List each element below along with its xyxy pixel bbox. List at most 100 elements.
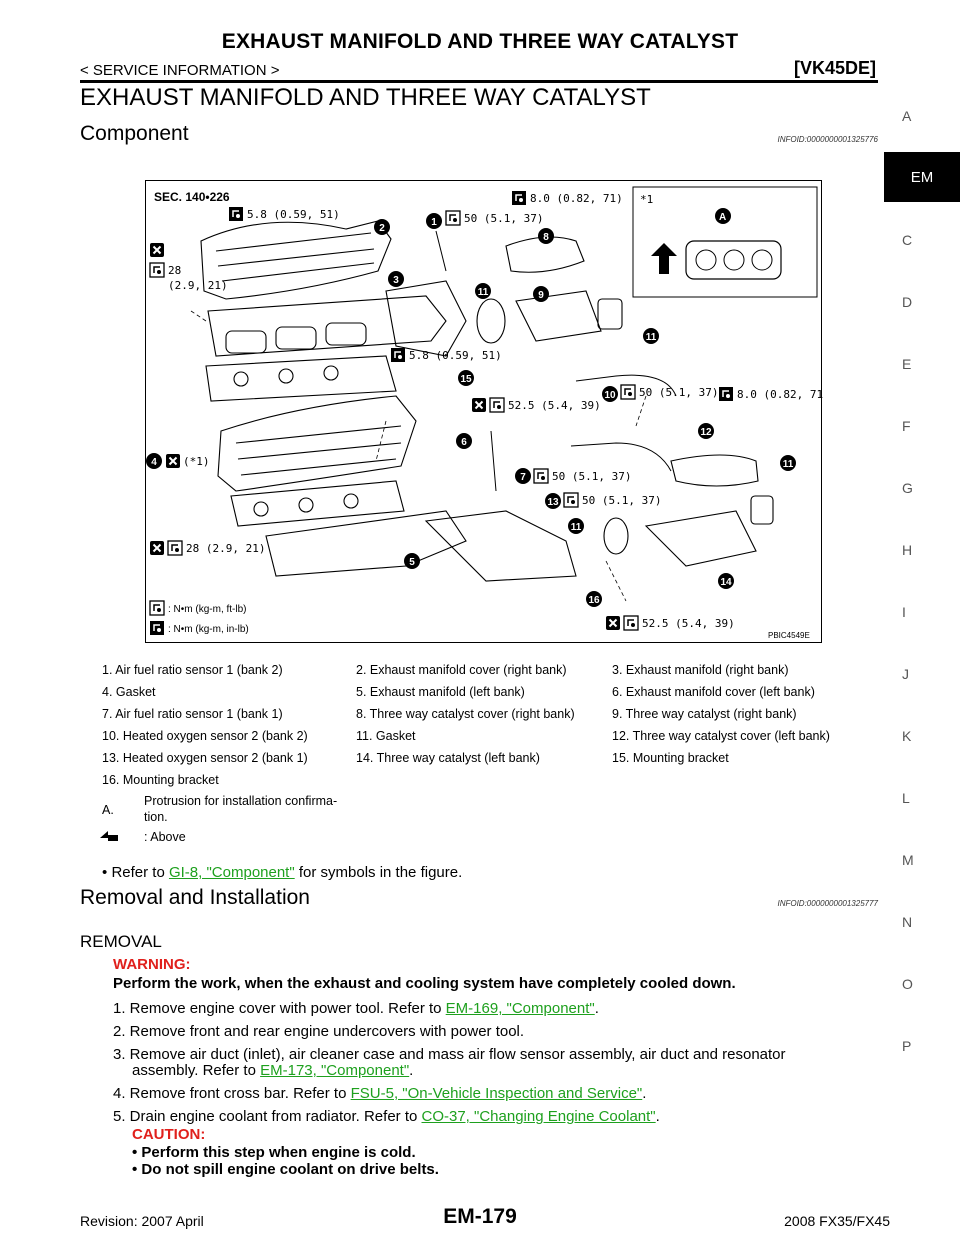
side-index-f[interactable]: F	[902, 418, 911, 434]
side-index-l[interactable]: L	[902, 790, 910, 806]
inset-label: *1	[640, 193, 653, 206]
legend-row: 16. Mounting bracket	[102, 773, 862, 795]
link-em-173[interactable]: EM-173, "Component"	[260, 1062, 410, 1079]
step-4: 4. Remove front cross bar. Refer to FSU-…	[113, 1085, 646, 1102]
callout-11d	[568, 518, 584, 534]
side-index-e[interactable]: E	[902, 356, 912, 372]
callout-8-label: 8	[543, 232, 549, 243]
torque-label-5: 5.8 (0.59, 51)	[409, 349, 502, 362]
side-index-n[interactable]: N	[902, 914, 913, 930]
side-index-i[interactable]: I	[902, 604, 906, 620]
callout-8	[538, 228, 554, 244]
legend-item: 8. Three way catalyst cover (right bank)	[356, 707, 575, 721]
callout-9	[533, 286, 549, 302]
footer-model: 2008 FX35/FX45	[784, 1213, 890, 1229]
side-index-k[interactable]: K	[902, 728, 912, 744]
side-index-g[interactable]: G	[902, 480, 913, 496]
side-index-h[interactable]: H	[902, 542, 913, 558]
step-1-text: 1. Remove engine cover with power tool. …	[113, 1000, 446, 1017]
torque-label-10: 50 (5.1, 37)	[552, 470, 631, 483]
refer-suffix: for symbols in the figure.	[294, 864, 463, 881]
step-5: 5. Drain engine coolant from radiator. R…	[113, 1108, 660, 1125]
replace-x-icon	[165, 453, 181, 469]
callout-9-label: 9	[538, 290, 544, 301]
step-2: 2. Remove front and rear engine undercov…	[113, 1023, 525, 1040]
callout-14-label: 14	[720, 577, 732, 588]
callout-11c-label: 11	[783, 459, 794, 470]
callout-3	[388, 271, 404, 287]
legend-row: 1. Air fuel ratio sensor 1 (bank 2) 2. E…	[102, 663, 862, 685]
inset-marker-a	[715, 208, 731, 224]
legend-item: 10. Heated oxygen sensor 2 (bank 2)	[102, 729, 308, 743]
step-5-end: .	[655, 1108, 660, 1125]
side-index-c[interactable]: C	[902, 232, 913, 248]
image-code: PBIC4549E	[768, 631, 810, 640]
link-gi-8-component[interactable]: GI-8, "Component"	[168, 864, 295, 881]
step-4-end: .	[642, 1085, 647, 1102]
callout-7-label: 7	[520, 472, 526, 483]
legend-above-text: : Above	[144, 830, 186, 844]
refer-symbols-line: • Refer to GI-8, "Component" for symbols…	[102, 864, 462, 881]
link-fsu-5[interactable]: FSU-5, "On-Vehicle Inspection and Servic…	[350, 1085, 643, 1102]
header-rule	[80, 80, 878, 83]
link-em-169[interactable]: EM-169, "Component"	[445, 1000, 595, 1017]
callout-2	[374, 219, 390, 235]
caution-label: CAUTION:	[132, 1126, 206, 1143]
torque-icon-inlb	[511, 190, 527, 206]
step-3-continued: assembly. Refer to EM-173, "Component".	[132, 1062, 413, 1079]
breadcrumb: < SERVICE INFORMATION >	[80, 62, 280, 79]
component-infoid: INFOID:0000000001325776	[777, 135, 878, 144]
legend-row: 7. Air fuel ratio sensor 1 (bank 1) 8. T…	[102, 707, 862, 729]
torque-icon-inlb	[149, 620, 165, 636]
callout-10-label: 10	[604, 390, 616, 401]
torque-label-6: 52.5 (5.4, 39)	[508, 399, 601, 412]
step-3: 3. Remove air duct (inlet), air cleaner …	[113, 1046, 786, 1063]
lower-manifold	[230, 480, 467, 577]
torque-label-8: 8.0 (0.82, 71)	[737, 388, 823, 401]
above-arrow-icon	[651, 243, 677, 274]
lower-heat-shield	[217, 395, 417, 492]
legend-item: 16. Mounting bracket	[102, 773, 219, 787]
legend-item: 1. Air fuel ratio sensor 1 (bank 2)	[102, 663, 283, 677]
callout-2-label: 2	[379, 223, 385, 234]
callout-4-label: 4	[151, 457, 157, 468]
replace-x-icon	[149, 242, 165, 258]
callout-15-label: 15	[460, 374, 472, 385]
torque-icon	[620, 384, 636, 400]
side-index-em-active[interactable]: EM	[884, 152, 960, 202]
legend-row: 13. Heated oxygen sensor 2 (bank 1) 14. …	[102, 751, 862, 773]
legend-a-label: A.	[102, 803, 114, 817]
step-3-end: .	[409, 1062, 414, 1079]
callout-11a-label: 11	[478, 287, 489, 298]
upper-catalyst	[385, 236, 623, 357]
sensor-wires	[435, 230, 677, 492]
side-index-a[interactable]: A	[902, 108, 912, 124]
legend-item: 3. Exhaust manifold (right bank)	[612, 663, 789, 677]
side-index-o[interactable]: O	[902, 976, 913, 992]
callout-13-label: 13	[547, 497, 559, 508]
torque-icon	[149, 600, 165, 616]
step-1-end: .	[594, 1000, 599, 1017]
step-5-text: 5. Drain engine coolant from radiator. R…	[113, 1108, 422, 1125]
side-index-j[interactable]: J	[902, 666, 909, 682]
side-index-d[interactable]: D	[902, 294, 913, 310]
callout-11d-label: 11	[571, 522, 582, 533]
torque-icon	[489, 397, 505, 413]
removal-infoid: INFOID:0000000001325777	[777, 899, 878, 908]
callout-3-label: 3	[393, 275, 399, 286]
legend-item: 2. Exhaust manifold cover (right bank)	[356, 663, 567, 677]
exploded-view-diagram: SEC. 140•226 *1 A	[145, 180, 823, 643]
callout-16-label: 16	[588, 595, 600, 606]
torque-label-2: 50 (5.1, 37)	[464, 212, 543, 225]
legend-row-above: : Above	[100, 830, 862, 852]
running-header-title: EXHAUST MANIFOLD AND THREE WAY CATALYST	[221, 30, 739, 53]
bullet-dot: •	[102, 864, 108, 881]
link-co-37[interactable]: CO-37, "Changing Engine Coolant"	[421, 1108, 656, 1125]
torque-icon	[623, 615, 639, 631]
torque-label-13: 52.5 (5.4, 39)	[642, 617, 735, 630]
side-index-p[interactable]: P	[902, 1038, 912, 1054]
legend-item: 11. Gasket	[356, 729, 416, 743]
torque-icon	[563, 492, 579, 508]
legend-nm: : N•m (kg-m, ft-lb)	[168, 604, 247, 615]
side-index-m[interactable]: M	[902, 852, 914, 868]
